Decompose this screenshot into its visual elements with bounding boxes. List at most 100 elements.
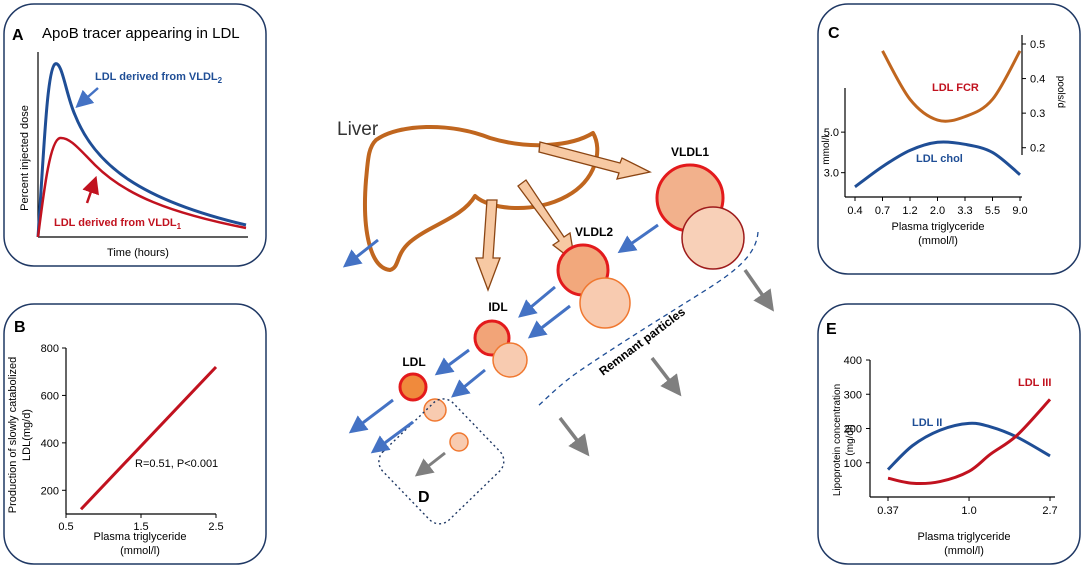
c-series-ldl-fcr — [881, 50, 1022, 123]
panel-b-frame — [3, 303, 267, 565]
e-series-ldl-iii — [887, 398, 1052, 486]
liver-label: Liver — [337, 119, 379, 140]
panel-c-plot: 0.4 0.7 1.2 2.0 3.3 5.5 9.0 3.0 5.0 0.2 0.3 0.4 0.5 — [824, 35, 1045, 217]
panel-b-xlabel-2: (mmol/l) — [120, 545, 160, 557]
c-x-tick-label: 0.4 — [847, 205, 862, 217]
panel-a-ylabel: Percent injected dose — [19, 105, 31, 211]
arrow-icon-remnant-2 — [650, 356, 682, 397]
c-x-tick-label: 9.0 — [1012, 205, 1027, 217]
c-y2-tick-label: 0.4 — [1030, 74, 1045, 86]
arrow-icon-vldl1-to-vldl2 — [617, 223, 659, 254]
panel-e-ylabel-2: (mg/dl) — [845, 424, 856, 455]
panel-a-frame — [3, 3, 267, 267]
remnant-dashed-line — [536, 231, 759, 408]
center-diagram: Liver VLDL1 VLDL2 IDL LDL D — [337, 119, 775, 525]
c-x-tick-label: 1.2 — [902, 205, 917, 217]
panel-b-ylabel-2: LDL(mg/d) — [21, 409, 33, 461]
e-x-tick-label: 2.7 — [1042, 505, 1057, 517]
arrow-icon-ldl-uptake — [348, 398, 394, 434]
panel-d-particle — [449, 432, 469, 452]
arrow-icon-vldl2-label — [75, 87, 99, 108]
panel-e-label-ldl2: LDL II — [912, 417, 942, 429]
panel-c-xlabel-2: (mmol/l) — [918, 235, 958, 247]
vldl2-label: VLDL2 — [575, 225, 613, 239]
c-series-ldl-chol — [854, 140, 1021, 189]
b-regression-line — [79, 365, 218, 511]
c-x-tick-label: 3.3 — [957, 205, 972, 217]
arrow-icon-ldl-small-uptake — [370, 420, 414, 454]
panel-a-letter: A — [12, 27, 24, 44]
c-y2-tick-label: 0.2 — [1030, 143, 1045, 155]
b-y-tick-label: 400 — [41, 438, 59, 450]
panel-d-letter: D — [418, 489, 430, 506]
arrow-icon-vldl2-to-idl-2 — [527, 304, 571, 339]
block-arrow-icon-idl — [475, 199, 501, 292]
arrow-icon-panel-d — [414, 451, 446, 477]
ldl-small-particle — [423, 398, 447, 422]
arrow-icon-remnant-1 — [743, 268, 775, 312]
panel-b-xlabel-1: Plasma triglyceride — [94, 531, 187, 543]
e-y-tick-label: 100 — [844, 458, 862, 470]
b-y-tick-label: 200 — [41, 485, 59, 497]
c-y2-tick-label: 0.3 — [1030, 108, 1045, 120]
panel-a-title: ApoB tracer appearing in LDL — [42, 25, 240, 42]
arrow-icon-idl-to-ldl-2 — [451, 368, 486, 398]
arrow-icon-idl-to-ldl-1 — [434, 348, 470, 376]
vldl2-remnant-particle — [579, 277, 631, 329]
curve-ldl-from-vldl1 — [36, 136, 247, 238]
arrow-icon-vldl1-label — [82, 175, 99, 204]
c-x-tick-label: 2.0 — [930, 205, 945, 217]
panel-a-xlabel: Time (hours) — [107, 247, 169, 259]
panel-c-label-chol: LDL chol — [916, 153, 963, 165]
ldl-particle — [398, 372, 428, 402]
c-y-tick-label: 5.0 — [824, 127, 839, 139]
panel-b-plot: 0.5 1.5 2.5 200 400 600 800 — [41, 343, 224, 533]
e-y-tick-label: 200 — [844, 424, 862, 436]
panel-b-annotation: R=0.51, P<0.001 — [135, 458, 218, 470]
arrow-icon-vldl2-to-idl-1 — [518, 285, 556, 318]
panel-c-xlabel-1: Plasma triglyceride — [892, 221, 985, 233]
label-ldl-vldl2: LDL derived from VLDL2 — [95, 71, 223, 85]
c-y-tick-label: 3.0 — [824, 168, 839, 180]
b-y-tick-label: 800 — [41, 343, 59, 355]
ldl-label: LDL — [402, 355, 425, 369]
panel-c-right-ylabel: pools/d — [1055, 76, 1066, 108]
c-y2-tick-label: 0.5 — [1030, 39, 1045, 51]
b-x-tick-label: 2.5 — [208, 521, 223, 533]
label-ldl-vldl1: LDL derived from VLDL1 — [54, 217, 182, 231]
panel-c-letter: C — [828, 25, 840, 42]
arrow-icon-remnant-3 — [558, 416, 590, 457]
arrow-icon-liver-uptake — [342, 238, 379, 268]
c-x-tick-label: 0.7 — [875, 205, 890, 217]
panel-e-ylabel-1: Lipoprotein concentration — [832, 384, 843, 496]
panel-b-ylabel-1: Production of slowly catabolized — [7, 357, 19, 514]
vldl1-label: VLDL1 — [671, 145, 709, 159]
panel-e-letter: E — [826, 321, 837, 338]
panel-c-label-fcr: LDL FCR — [932, 82, 979, 94]
panel-e-label-ldl3: LDL III — [1018, 377, 1051, 389]
panel-a: A ApoB tracer appearing in LDL Percent i… — [3, 3, 267, 267]
panel-e-frame — [817, 303, 1081, 565]
e-x-tick-label: 1.0 — [961, 505, 976, 517]
panel-b: B 0.5 1.5 2.5 200 400 600 800 Production of sl… — [3, 303, 267, 565]
b-x-tick-label: 1.5 — [133, 521, 148, 533]
c-x-tick-label: 5.5 — [985, 205, 1000, 217]
b-y-tick-label: 600 — [41, 390, 59, 402]
e-x-tick-label: 0.37 — [877, 505, 898, 517]
panel-e-xlabel-1: Plasma triglyceride — [918, 531, 1011, 543]
block-arrow-icon-vldl1 — [538, 141, 652, 180]
b-x-tick-label: 0.5 — [58, 521, 73, 533]
panel-b-letter: B — [14, 319, 26, 336]
idl-label: IDL — [488, 300, 507, 314]
curve-ldl-from-vldl2 — [36, 62, 247, 238]
panel-e-xlabel-2: (mmol/l) — [944, 545, 984, 557]
idl-remnant-particle — [492, 342, 528, 378]
panel-c-frame — [817, 3, 1081, 275]
vldl1-remnant-particle — [681, 206, 745, 270]
e-y-tick-label: 300 — [844, 389, 862, 401]
panel-c-left-ylabel: mmol/l — [821, 135, 832, 164]
